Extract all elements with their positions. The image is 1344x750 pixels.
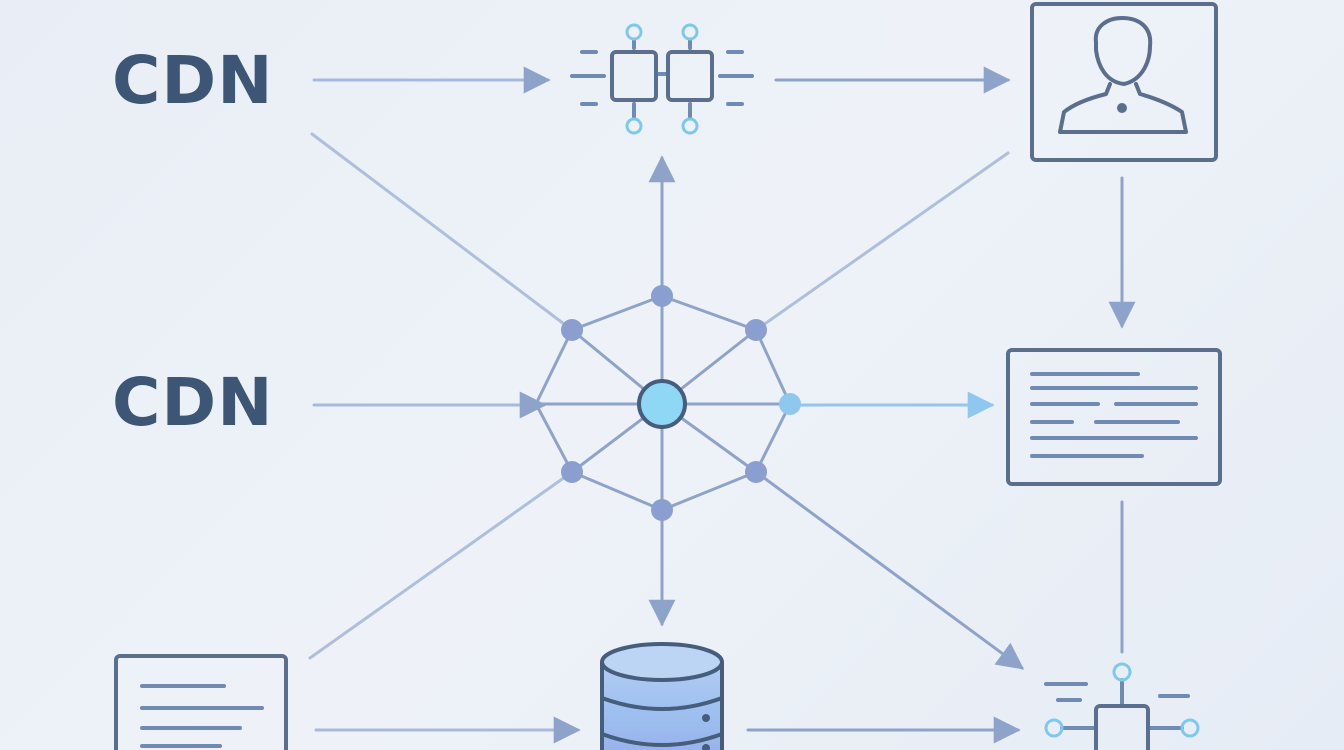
mesh-node	[561, 319, 583, 341]
mesh-node-cyan	[779, 393, 801, 415]
mesh-node	[651, 285, 673, 307]
cdn-node-chip-icon	[1044, 662, 1200, 750]
cdn-label-middle: CDN	[112, 364, 274, 441]
arrow-connectors	[312, 66, 1136, 744]
cdn-label-top: CDN	[112, 42, 274, 119]
arrow-mesh-to-chip-bottom	[754, 470, 1025, 670]
mesh-hub	[637, 379, 687, 429]
database-icon	[600, 642, 724, 750]
cdn-node-chip-icon	[570, 23, 754, 135]
connector-user-to-mesh	[754, 151, 1010, 332]
user-profile-icon	[1030, 2, 1218, 162]
connector-doc-left-to-mesh	[308, 470, 574, 660]
mesh-node	[651, 499, 673, 521]
mesh-node	[561, 461, 583, 483]
text-document-icon	[114, 654, 288, 750]
mesh-node	[745, 319, 767, 341]
text-document-icon	[1006, 348, 1222, 486]
mesh-node	[745, 461, 767, 483]
network-mesh-icon	[534, 285, 801, 521]
connector-cdn-top-to-mesh	[310, 132, 574, 332]
diagonal-connectors	[308, 132, 1010, 660]
